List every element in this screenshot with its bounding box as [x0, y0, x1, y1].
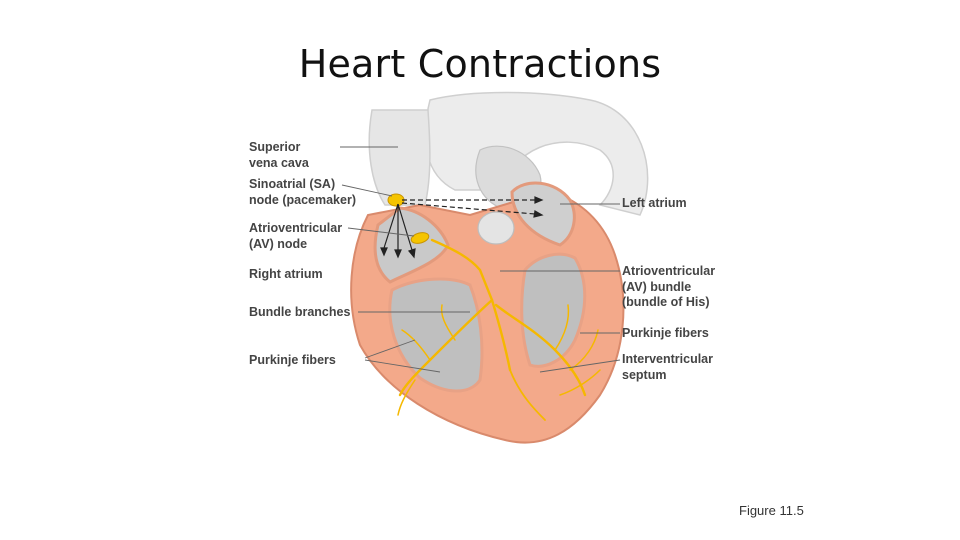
label-av-bundle: Atrioventricular (AV) bundle (bundle of …	[622, 264, 716, 309]
aortic-valve	[477, 211, 515, 245]
label-purkinje-fibers-right: Purkinje fibers	[622, 326, 709, 340]
slide-title: Heart Contractions	[298, 42, 662, 86]
superior-vena-cava	[368, 109, 431, 206]
figure-reference: Figure 11.5	[739, 503, 804, 518]
conduction-system	[397, 238, 601, 421]
right-atrium-chamber	[373, 206, 450, 284]
label-sa-node: Sinoatrial (SA) node (pacemaker)	[249, 177, 356, 207]
label-interventricular-septum: Interventricular septum	[622, 352, 714, 382]
label-superior-vena-cava: Superior vena cava	[249, 140, 309, 170]
impulse-arrows	[380, 196, 544, 259]
leader-lines	[340, 146, 621, 373]
label-bundle-branches: Bundle branches	[249, 305, 351, 319]
label-right-atrium: Right atrium	[249, 267, 323, 281]
label-left-atrium: Left atrium	[622, 196, 687, 210]
left-ventricle-chamber	[520, 252, 587, 368]
right-ventricle-chamber	[388, 277, 484, 393]
left-atrium-chamber	[510, 181, 576, 247]
label-purkinje-fibers-left: Purkinje fibers	[249, 353, 336, 367]
av-node	[410, 232, 430, 244]
label-av-node: Atrioventricular (AV) node	[249, 221, 343, 251]
